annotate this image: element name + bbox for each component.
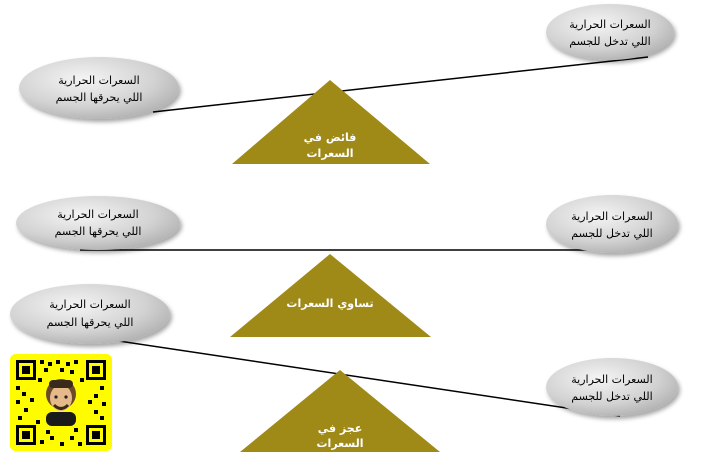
scale-deficit: عجز في السعرات السعرات الحرارية اللي يحر… (10, 284, 678, 452)
burned-label-2: اللي يحرقها الجسم (55, 225, 142, 238)
fulcrum-deficit-label-1: عجز في (318, 422, 362, 435)
intake-label-2: اللي تدخل للجسم (571, 227, 652, 240)
intake-label-1: السعرات الحرارية (571, 373, 652, 386)
intake-calories-ellipse: السعرات الحرارية اللي تدخل للجسم (546, 195, 678, 253)
burned-calories-ellipse: السعرات الحرارية اللي يحرقها الجسم (19, 57, 179, 119)
burned-label-2: اللي يحرقها الجسم (47, 316, 134, 329)
burned-label-1: السعرات الحرارية (58, 74, 139, 87)
burned-calories-ellipse: السعرات الحرارية اللي يحرقها الجسم (10, 284, 170, 344)
intake-label-1: السعرات الحرارية (569, 18, 650, 31)
snapchat-qr-icon (10, 354, 112, 451)
burned-label-2: اللي يحرقها الجسم (56, 91, 143, 104)
burned-calories-ellipse: السعرات الحرارية اللي يحرقها الجسم (16, 196, 180, 250)
beam-deficit (91, 336, 621, 417)
fulcrum-deficit-label-2: السعرات (317, 437, 364, 450)
scale-balance: تساوي السعرات السعرات الحرارية اللي يحرق… (16, 195, 678, 337)
beam-surplus (152, 56, 649, 113)
burned-label-1: السعرات الحرارية (57, 208, 138, 221)
fulcrum-deficit (240, 370, 440, 452)
fulcrum-surplus-label-1: فائض في (304, 131, 357, 144)
intake-label-2: اللي تدخل للجسم (569, 35, 650, 48)
fulcrum-surplus-label-2: السعرات (307, 147, 354, 160)
intake-label-1: السعرات الحرارية (571, 210, 652, 223)
fulcrum-balance-label: تساوي السعرات (286, 297, 373, 310)
fulcrum-surplus (232, 80, 430, 164)
intake-calories-ellipse: السعرات الحرارية اللي تدخل للجسم (546, 4, 674, 60)
scale-surplus: فائض في السعرات السعرات الحرارية اللي يح… (19, 4, 674, 164)
intake-calories-ellipse: السعرات الحرارية اللي تدخل للجسم (546, 358, 678, 416)
fulcrum-balance (230, 254, 431, 337)
intake-label-2: اللي تدخل للجسم (571, 390, 652, 403)
burned-label-1: السعرات الحرارية (49, 298, 130, 311)
